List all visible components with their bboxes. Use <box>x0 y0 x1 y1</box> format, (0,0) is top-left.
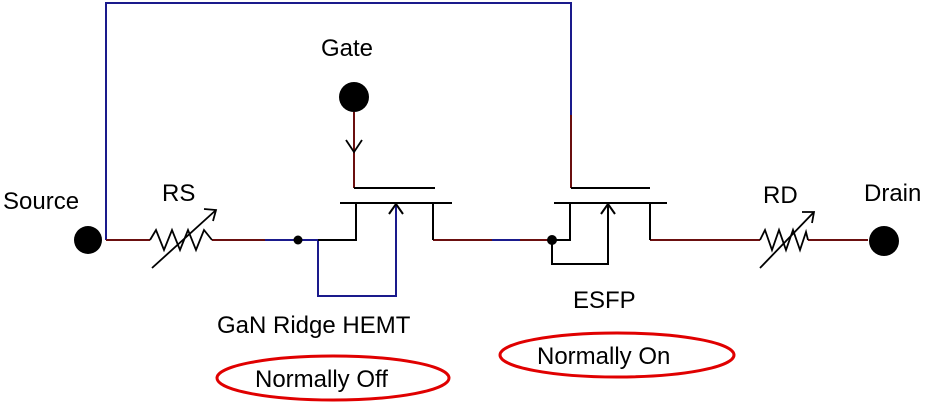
dark-red-wires <box>106 112 868 241</box>
hemt-label: GaN Ridge HEMT <box>217 312 411 339</box>
normally-on-ellipse <box>498 331 736 379</box>
hemt-body-wire <box>317 205 397 297</box>
highlight-ellipses <box>215 331 736 402</box>
gate-terminal <box>339 82 369 112</box>
esfp-transistor <box>551 187 667 265</box>
rs-resistor <box>149 208 218 269</box>
drain-label: Drain <box>864 180 921 207</box>
esfp-label: ESFP <box>573 287 636 314</box>
gate-label: Gate <box>321 35 373 62</box>
blue-wires <box>105 2 572 297</box>
normally-off-ellipse <box>215 354 451 402</box>
source-terminal <box>74 226 102 254</box>
drain-terminal <box>869 226 899 256</box>
hemt-transistor <box>318 187 452 241</box>
normally-on-label: Normally On <box>537 343 670 370</box>
normally-off-label: Normally Off <box>255 366 388 393</box>
rs-label: RS <box>162 180 195 207</box>
junction-dot <box>293 235 303 245</box>
gate-arrow <box>345 139 363 154</box>
source-label: Source <box>3 188 79 215</box>
rd-resistor <box>759 211 816 269</box>
terminals <box>74 82 899 256</box>
rd-label: RD <box>763 182 798 209</box>
source-to-esfp-gate-wire <box>105 2 572 240</box>
